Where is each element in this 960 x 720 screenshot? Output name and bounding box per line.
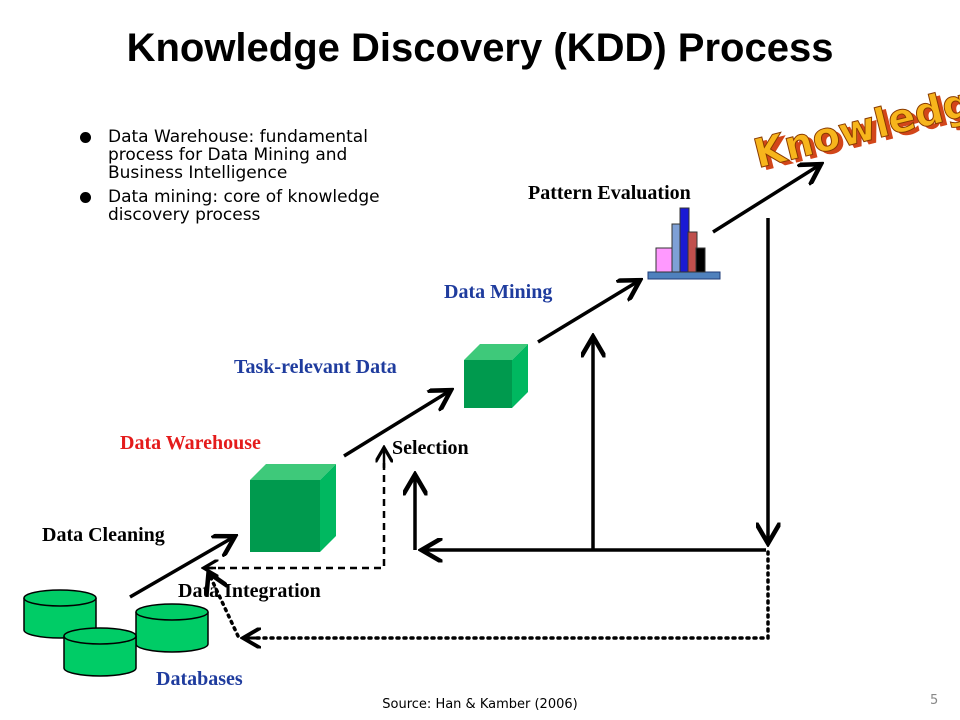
bullet-dot-icon (80, 132, 91, 143)
page-number: 5 (930, 693, 939, 708)
bullet-item: Data Warehouse: fundamental process for … (78, 128, 418, 182)
databases-dotted-arrow (210, 576, 240, 638)
task-relevant-data-cube-icon (464, 344, 528, 408)
arrow-evaluation (712, 166, 818, 234)
knowledge-text: Knowledge (749, 73, 960, 178)
arrow-selection (343, 392, 448, 458)
data-warehouse-cube-icon (250, 464, 336, 552)
database-icon (23, 589, 97, 639)
arrow-mining (537, 282, 637, 344)
label-data-cleaning: Data Cleaning (42, 524, 165, 546)
bullet-item: Data mining: core of knowledge discovery… (78, 188, 418, 224)
label-pattern-evaluation: Pattern Evaluation (528, 182, 691, 204)
label-task-relevant-data: Task-relevant Data (234, 356, 397, 378)
page-title: Knowledge Discovery (KDD) Process (126, 26, 834, 70)
label-databases: Databases (156, 668, 243, 690)
bullet-list: Data Warehouse: fundamental process for … (78, 128, 418, 230)
source-citation: Source: Han & Kamber (2006) (382, 697, 578, 712)
pattern-chart-icon (647, 207, 721, 280)
database-icon (135, 603, 209, 653)
label-data-warehouse: Data Warehouse (120, 432, 261, 454)
label-data-mining: Data Mining (444, 281, 553, 303)
bullet-dot-icon (80, 192, 91, 203)
return-dotted-path (250, 550, 770, 640)
arrow-cleaning (129, 538, 232, 599)
label-selection: Selection (392, 437, 469, 459)
knowledge-wordart: Knowledge Knowledge (749, 72, 960, 180)
label-data-integration: Data Integration (178, 580, 321, 602)
bullet-text: Data Warehouse: fundamental process for … (108, 127, 368, 183)
bullet-text: Data mining: core of knowledge discovery… (108, 187, 380, 225)
database-icon (63, 627, 137, 677)
